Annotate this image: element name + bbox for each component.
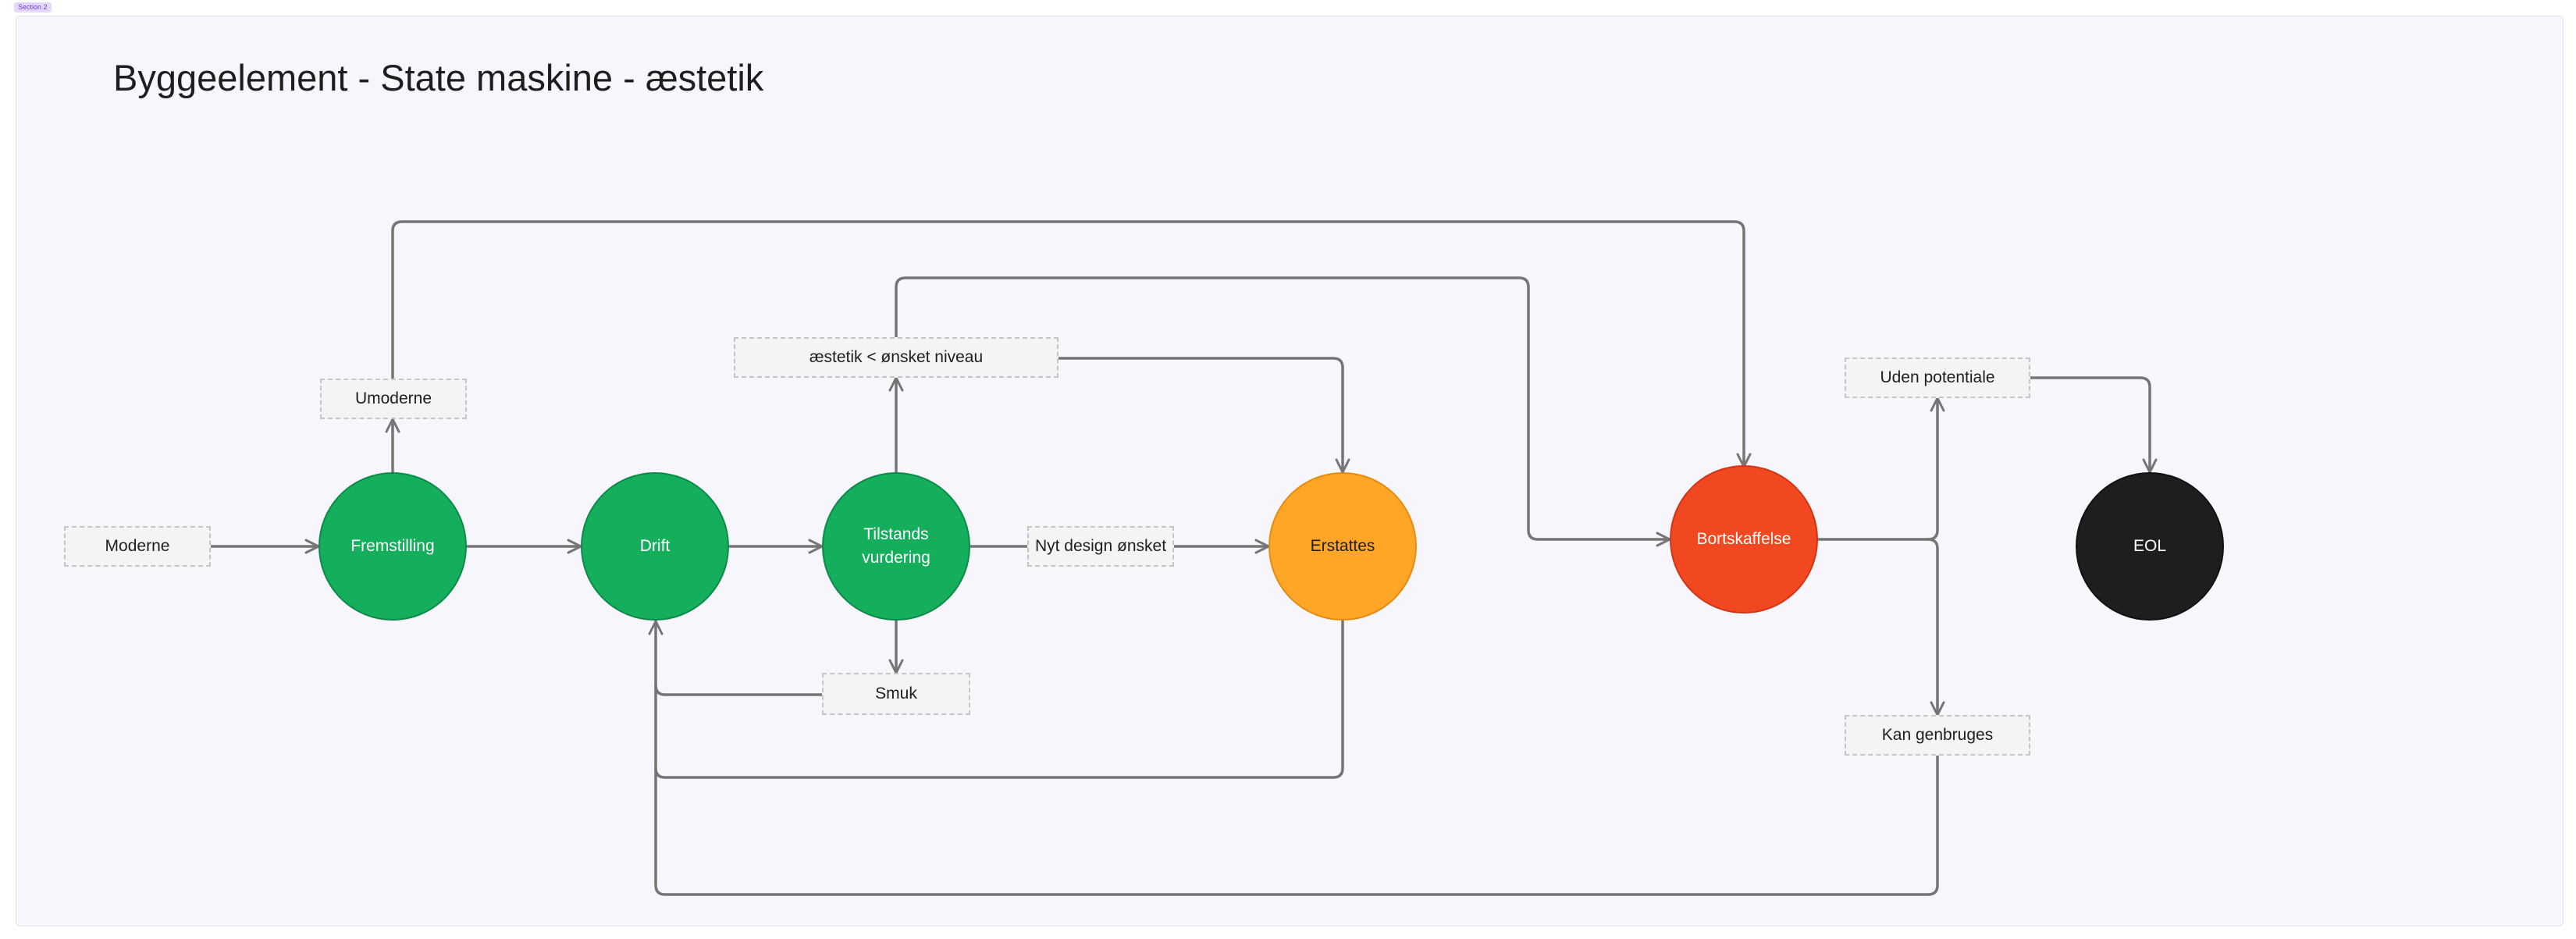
edge-bortskaffelse-kangenbruges bbox=[1927, 538, 1945, 717]
state-eol[interactable]: EOL bbox=[2076, 472, 2224, 621]
state-erstattes[interactable]: Erstattes bbox=[1268, 472, 1417, 621]
condition-moderne[interactable]: Moderne bbox=[64, 526, 211, 567]
edge-smuk-drift bbox=[648, 620, 824, 696]
condition-smuk[interactable]: Smuk bbox=[822, 673, 970, 715]
condition-uden-potentiale[interactable]: Uden potentiale bbox=[1845, 357, 2030, 398]
section-label[interactable]: Section 2 bbox=[14, 2, 52, 12]
edge-udenpotentiale-eol bbox=[2029, 376, 2158, 474]
diagram-title: Byggeelement - State maskine - æstetik bbox=[113, 57, 764, 98]
edge-umoderne-bortskaffelse bbox=[391, 220, 1752, 468]
state-drift[interactable]: Drift bbox=[581, 472, 729, 621]
condition-nyt-design[interactable]: Nyt design ønsket bbox=[1027, 526, 1174, 567]
state-fremstilling[interactable]: Fremstilling bbox=[318, 472, 467, 621]
edge-kangenbruges-drift bbox=[654, 754, 1939, 896]
edge-aestetik-erstattes bbox=[1057, 357, 1350, 474]
condition-kan-genbruges[interactable]: Kan genbruges bbox=[1845, 715, 2030, 756]
condition-aestetik-under-niveau[interactable]: æstetik < ønsket niveau bbox=[734, 337, 1059, 378]
state-bortskaffelse[interactable]: Bortskaffelse bbox=[1670, 465, 1818, 614]
condition-umoderne[interactable]: Umoderne bbox=[320, 379, 467, 419]
state-tilstandsvurdering[interactable]: Tilstands vurdering bbox=[822, 472, 970, 621]
section-frame bbox=[16, 16, 2564, 927]
edge-erstattes-drift bbox=[654, 619, 1344, 779]
edge-aestetik-bortskaffelse bbox=[895, 276, 1671, 547]
edge-bortskaffelse-udenpotentiale bbox=[1816, 397, 1945, 541]
